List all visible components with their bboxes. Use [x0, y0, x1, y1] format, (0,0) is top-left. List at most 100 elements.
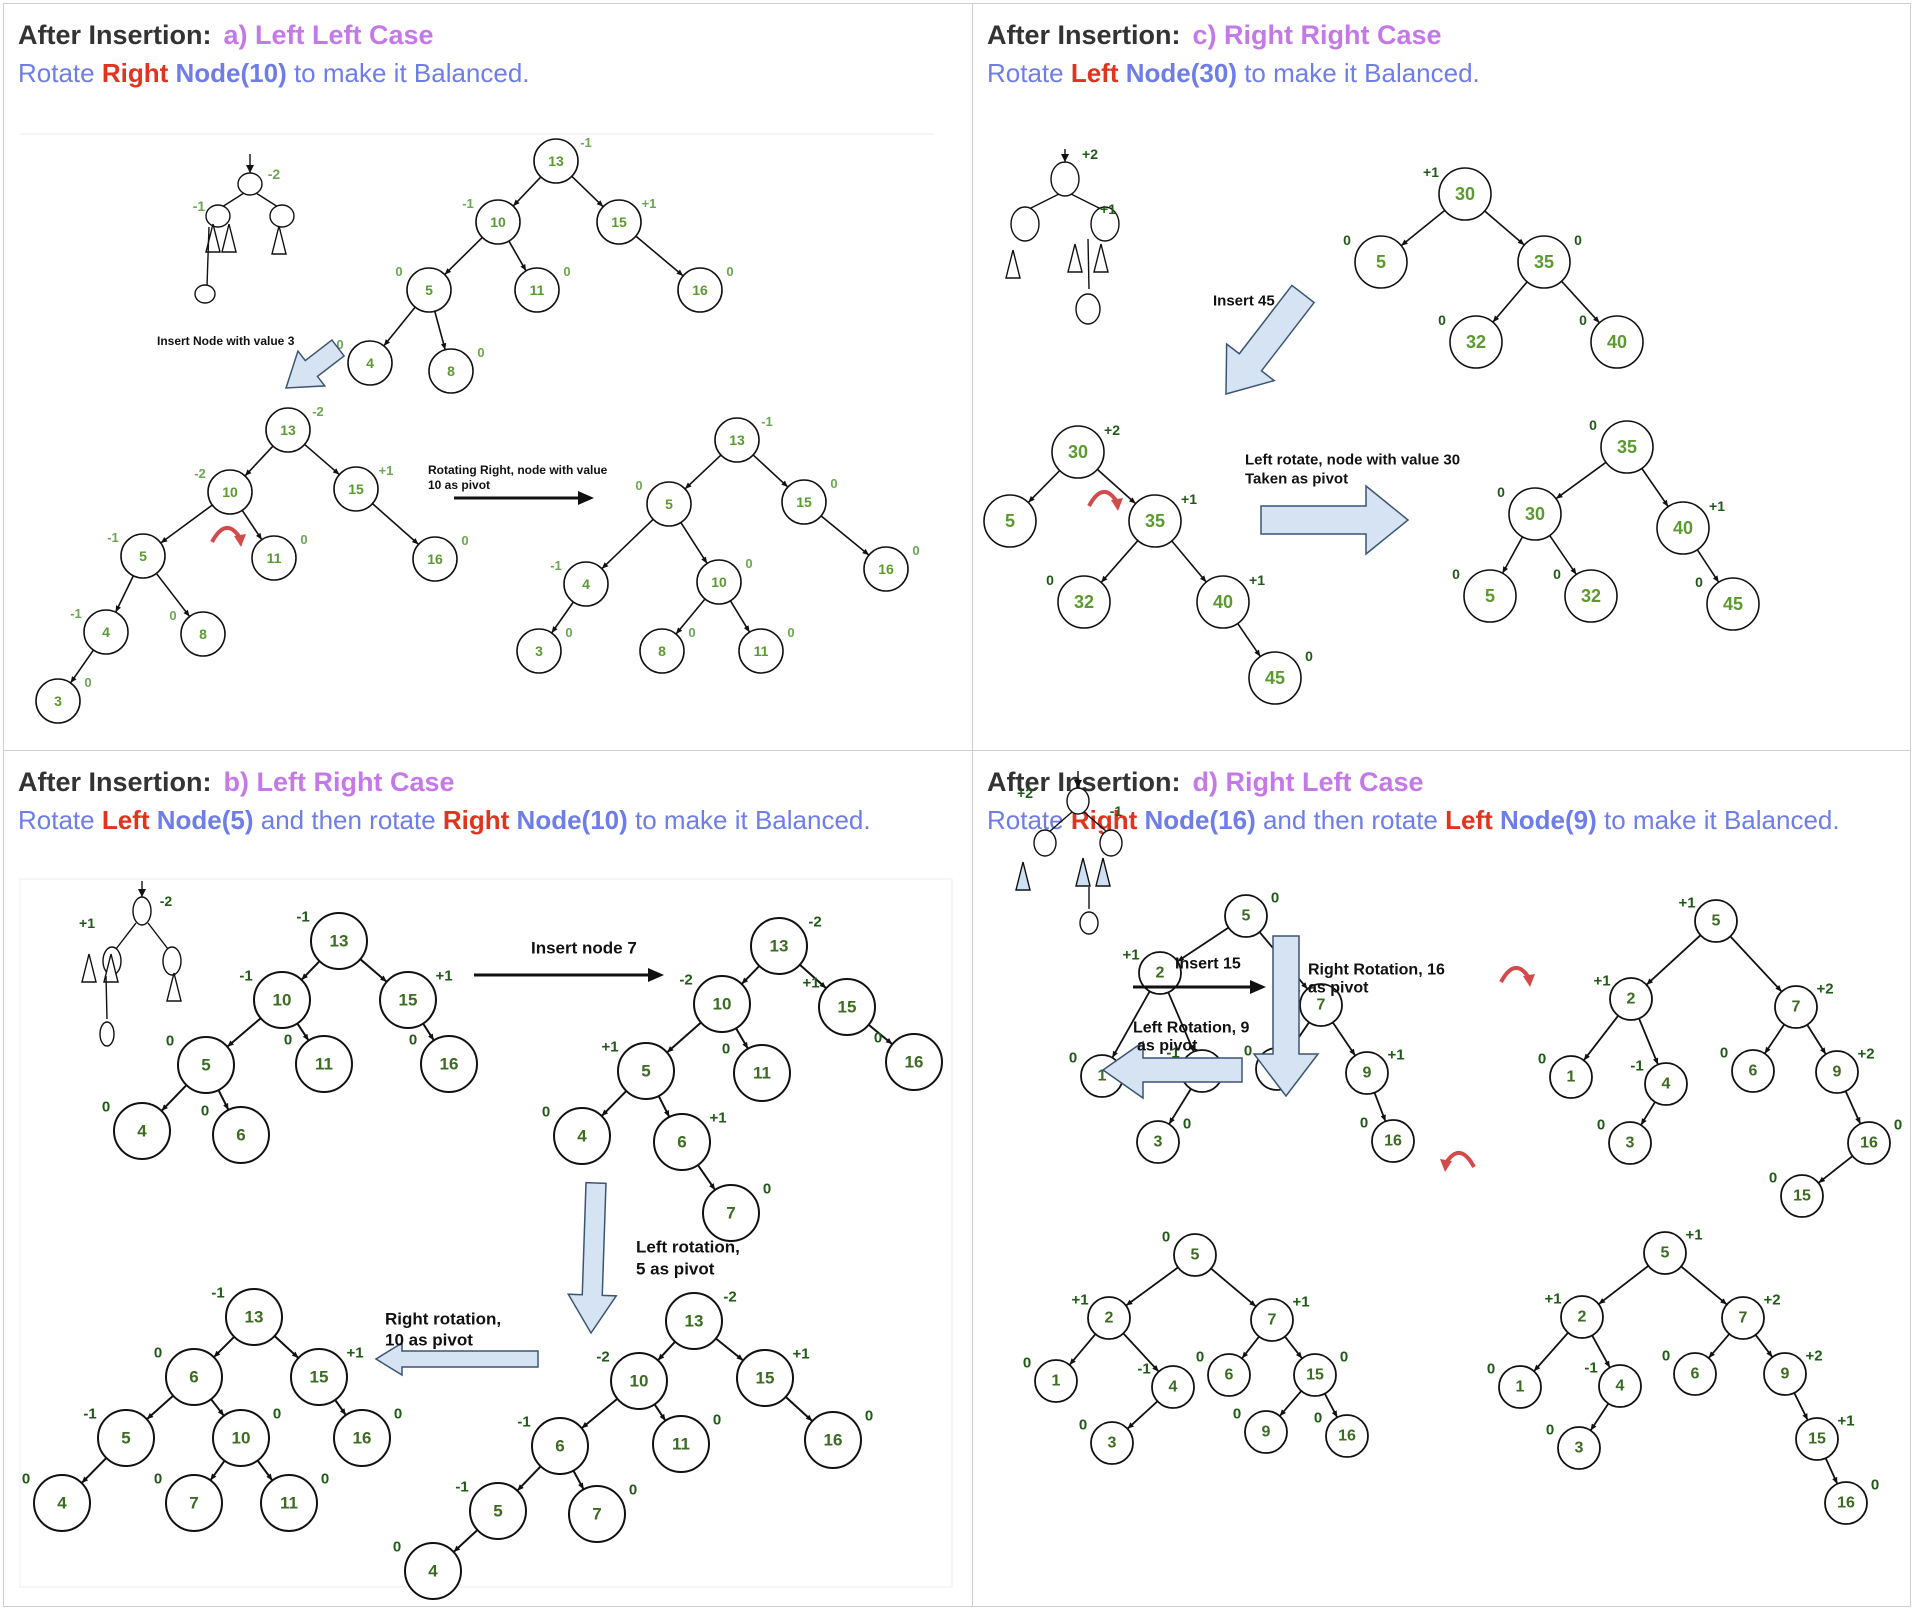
node-circle [639, 628, 685, 674]
instruction-text: to make it Balanced. [286, 58, 530, 88]
node-circle [652, 1415, 710, 1473]
edge-line [1583, 1015, 1619, 1061]
edge-line [1817, 1155, 1854, 1184]
node-reference: Node(10) [175, 58, 287, 88]
tree-node [1847, 1121, 1891, 1165]
node-circle [1609, 977, 1653, 1021]
tree-node [652, 1415, 710, 1473]
balance-factor: 0 [1579, 312, 1587, 328]
edge-arrowhead [81, 1476, 89, 1484]
edge-arrowhead [1301, 982, 1308, 989]
tree-node [1438, 167, 1492, 221]
node-value: 4 [577, 1127, 587, 1146]
sketch-edge [1070, 193, 1102, 210]
edge-arrowhead [596, 200, 604, 207]
balance-factor: -1 [83, 1406, 96, 1423]
edge-line [820, 515, 870, 556]
case-title: a) Left Left Case [223, 20, 434, 50]
edge-line [1492, 281, 1528, 323]
node-value: 15 [1306, 1367, 1324, 1384]
balance-factor: 0 [542, 1104, 550, 1121]
tree-edge [1501, 536, 1524, 574]
balance-factor: +1 [1292, 1294, 1309, 1311]
node-circle [347, 340, 393, 386]
node-circle [333, 466, 379, 512]
node-value: 10 [222, 484, 238, 500]
edge-line [1641, 467, 1669, 508]
node-circle [677, 267, 723, 313]
figure-frame [19, 878, 953, 1588]
balance-factor: +2 [1763, 1292, 1780, 1309]
balance-factor: 0 [1360, 1115, 1368, 1132]
tree-node [1815, 1050, 1859, 1094]
tree-edge [1591, 1334, 1611, 1369]
edge-arrowhead [444, 268, 452, 275]
node-circle [1244, 1410, 1288, 1454]
tree-node [165, 1474, 223, 1532]
sketch-edge [206, 226, 210, 287]
edge-line [1068, 1333, 1097, 1366]
edge-line [1645, 934, 1702, 986]
edge-line [226, 1017, 262, 1048]
balance-factor: 0 [22, 1471, 30, 1488]
edge-line [244, 445, 274, 477]
node-circle [120, 533, 166, 579]
node-circle [1051, 425, 1105, 479]
node-circle [553, 1107, 611, 1165]
instruction-text: to make it Balanced. [1236, 58, 1480, 88]
node-circle [212, 1106, 270, 1164]
edge-line [1177, 926, 1229, 963]
tree-node [1763, 1352, 1807, 1396]
subtree-triangle [81, 953, 97, 983]
balance-factor: +1 [1685, 1227, 1702, 1244]
balance-factor: -1 [517, 1414, 530, 1431]
node-value: 2 [1627, 991, 1636, 1008]
node-value: 16 [1384, 1133, 1402, 1150]
balance-factor: 0 [169, 608, 176, 623]
tree-edge [114, 575, 135, 613]
node-circle [702, 1184, 760, 1242]
node-value: 9 [1262, 1424, 1271, 1441]
instruction-text: and then rotate [253, 805, 443, 835]
subtree-sketch: -2+1 [79, 881, 182, 1047]
node-value: 16 [353, 1429, 372, 1448]
node-circle [165, 1348, 223, 1406]
edge-line [752, 454, 789, 488]
tree-node [290, 1348, 348, 1406]
tree-node [693, 975, 751, 1033]
node-ellipse [1033, 829, 1057, 857]
edge-arrowhead [227, 1040, 234, 1047]
subtree-triangle [1075, 857, 1091, 887]
edge-arrowhead [380, 975, 387, 982]
tree-edge [1763, 1023, 1786, 1055]
edge-arrowhead [805, 1414, 813, 1422]
transition-arrow [374, 1341, 539, 1377]
node-circle [733, 1044, 791, 1102]
rotate-icon [1444, 1151, 1476, 1168]
instruction-text: and then rotate [1255, 805, 1446, 835]
node-value: 16 [692, 282, 708, 298]
subtree-triangle [1015, 861, 1031, 891]
step-caption: Insert 15 [1175, 956, 1241, 973]
tree-node [1644, 1062, 1688, 1106]
tree-node [1608, 1121, 1652, 1165]
tree-edge [1168, 1088, 1192, 1125]
tree-node [863, 546, 909, 592]
tree-node [1371, 1119, 1415, 1163]
edge-arrowhead [513, 199, 520, 207]
tree-node [1354, 235, 1408, 289]
edge-arrowhead [339, 1408, 346, 1416]
node-circle [1763, 1352, 1807, 1396]
edge-arrowhead [266, 1473, 273, 1481]
tree-edge [1598, 1265, 1649, 1305]
node-ellipse [237, 172, 263, 196]
node-circle [1600, 420, 1654, 474]
tree-node [260, 1474, 318, 1532]
node-value: 5 [493, 1502, 502, 1521]
sketch-edge [1083, 811, 1108, 833]
edge-arrowhead [332, 468, 340, 475]
node-circle [251, 535, 297, 581]
edge-arrowhead [428, 1033, 434, 1041]
panel-heading: After Insertion:a) Left Left Case [18, 20, 434, 51]
tree-edge [697, 1164, 716, 1191]
